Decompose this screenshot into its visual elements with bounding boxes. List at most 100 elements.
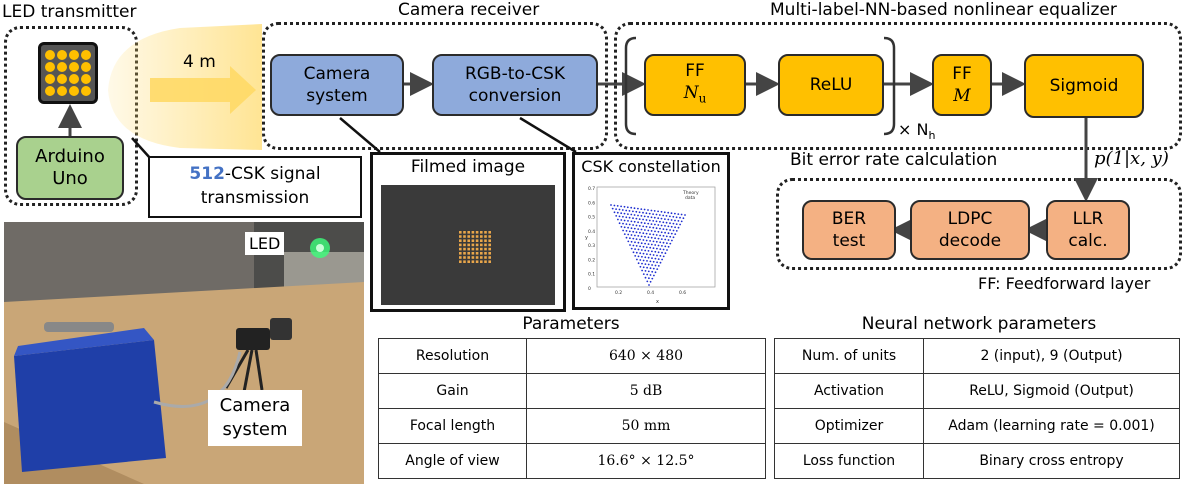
- equalizer-group: [614, 22, 1182, 150]
- csk-point: [660, 238, 663, 240]
- csk-point: [665, 215, 668, 217]
- csk-point: [664, 245, 667, 248]
- led-capture-grid: [459, 231, 491, 263]
- arduino-block: Arduino Uno: [16, 136, 124, 200]
- csk-xlabel: x: [656, 299, 659, 305]
- csk-point: [623, 205, 626, 208]
- csk-point: [659, 255, 662, 257]
- csk-point: [642, 211, 644, 214]
- csk-point: [640, 208, 643, 210]
- csk-point: [652, 267, 655, 270]
- csk-point: [656, 261, 658, 264]
- csk-point: [674, 212, 676, 215]
- hidden-multiplier: × Nh: [898, 120, 936, 143]
- csk-point: [654, 244, 657, 246]
- equalizer-title: Multi-label-NN-based nonlinear equalizer: [770, 0, 1117, 20]
- csk-point: [669, 215, 671, 218]
- csk-point: [652, 247, 655, 250]
- ldpc-block: LDPC decode: [910, 200, 1030, 260]
- csk-point: [649, 274, 652, 276]
- csk-point: [644, 235, 646, 238]
- csk-point: [634, 234, 636, 237]
- csk-point: [655, 220, 658, 223]
- nn-param-value: 2 (input), 9 (Output): [923, 338, 1180, 374]
- csk-point: [646, 266, 648, 269]
- csk-point: [662, 221, 665, 224]
- csk-point: [622, 222, 624, 225]
- csk-point: [650, 216, 653, 219]
- param-name: Angle of view: [378, 443, 527, 479]
- csk-point: [669, 222, 671, 225]
- led-spot: [488, 256, 491, 259]
- csk-point: [635, 245, 638, 247]
- csk-point: [637, 235, 640, 237]
- signal-line2: transmission: [200, 188, 310, 208]
- csk-point: [665, 235, 668, 238]
- csk-point: [656, 268, 659, 270]
- csk-point: [657, 258, 660, 260]
- ber-test-block: BER test: [802, 200, 896, 260]
- setup-photo: LED Camera system: [4, 222, 364, 484]
- ber-calc-title: Bit error rate calculation: [790, 150, 998, 170]
- led-spot: [467, 231, 470, 234]
- csk-point: [641, 262, 643, 265]
- csk-point: [649, 267, 652, 270]
- csk-point: [629, 237, 631, 240]
- csk-point: [669, 229, 671, 231]
- led-spot: [459, 247, 462, 251]
- csk-point: [623, 212, 626, 215]
- csk-point: [628, 223, 631, 226]
- signal-transmission-box: 512-CSK signal transmission: [148, 156, 362, 218]
- csk-point: [650, 243, 653, 246]
- csk-point: [648, 212, 651, 215]
- beam-arrow: [150, 66, 256, 114]
- led-spot: [467, 239, 470, 242]
- csk-point: [657, 237, 660, 240]
- csk-point: [659, 220, 661, 223]
- csk-point: [634, 248, 636, 250]
- csk-point: [633, 227, 636, 230]
- led-transmitter-title: LED transmitter: [2, 2, 137, 22]
- led-spot: [480, 252, 483, 255]
- csk-point: [637, 228, 640, 230]
- led-spot: [475, 243, 479, 247]
- csk-point: [615, 215, 618, 217]
- csk-point: [654, 264, 657, 267]
- csk-point: [640, 249, 643, 251]
- csk-point: [656, 254, 658, 257]
- camera-receiver-title: Camera receiver: [398, 0, 540, 20]
- led-spot: [484, 231, 487, 234]
- csk-point: [618, 208, 621, 211]
- csk-point: [684, 214, 686, 216]
- csk-point: [633, 214, 636, 216]
- csk-point: [677, 213, 680, 215]
- csk-point: [656, 247, 658, 250]
- csk-point: [662, 235, 665, 237]
- csk-point: [648, 277, 650, 280]
- led-spot: [467, 252, 470, 255]
- csk-point: [647, 250, 650, 252]
- led-spot: [471, 235, 475, 238]
- csk-point: [632, 224, 634, 226]
- csk-xtick: 0.4: [647, 290, 654, 296]
- led-spot: [467, 256, 470, 259]
- csk-point: [645, 239, 648, 242]
- csk-point: [652, 226, 655, 229]
- csk-point: [642, 232, 645, 235]
- csk-point: [665, 228, 668, 231]
- csk-point: [625, 216, 628, 219]
- csk-point: [658, 214, 661, 216]
- rgb-to-csk-block: RGB-to-CSK conversion: [432, 54, 598, 116]
- csk-point: [657, 224, 660, 226]
- param-name: Resolution: [378, 338, 527, 374]
- sigmoid-block: Sigmoid: [1024, 54, 1144, 118]
- csk-point: [611, 207, 614, 210]
- probability-label: p(1|x, y): [1094, 148, 1169, 169]
- parameters-title: Parameters: [522, 314, 620, 334]
- csk-point: [672, 215, 675, 218]
- led-spot: [484, 239, 487, 242]
- distance-label: 4 m: [183, 52, 216, 72]
